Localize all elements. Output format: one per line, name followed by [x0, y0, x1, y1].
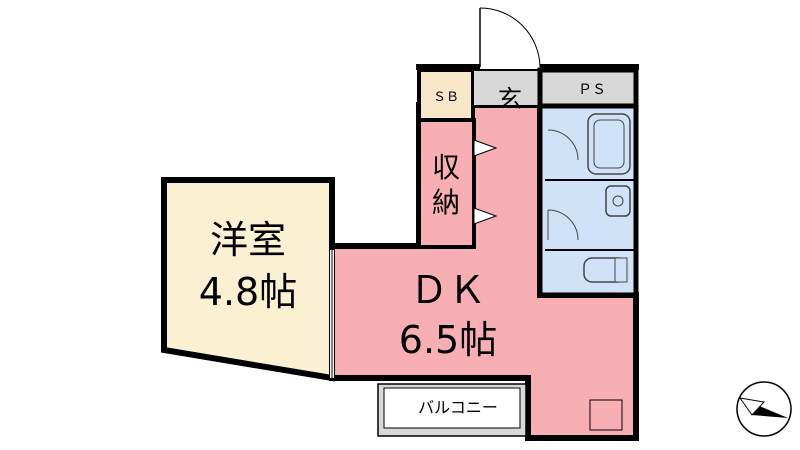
fridge-space — [589, 399, 623, 431]
storage-label-bottom: 納 — [432, 186, 460, 219]
bathtub — [587, 113, 631, 175]
entrance-label: 玄 — [498, 85, 522, 113]
western-room-name: 洋室 — [210, 218, 286, 262]
washbasin — [605, 185, 631, 217]
western-room-size: 4.8帖 — [199, 270, 297, 314]
storage-label-top: 収 — [432, 151, 460, 184]
dk-room-size: 6.5帖 — [399, 318, 497, 362]
sb-label: ＳＢ — [433, 90, 459, 105]
entrance-area — [472, 69, 541, 107]
dk-room-name: ＤＫ — [410, 268, 486, 312]
compass-icon — [736, 381, 792, 437]
ps-label: ＰＳ — [578, 82, 606, 98]
balcony-label: バルコニー — [418, 398, 498, 417]
